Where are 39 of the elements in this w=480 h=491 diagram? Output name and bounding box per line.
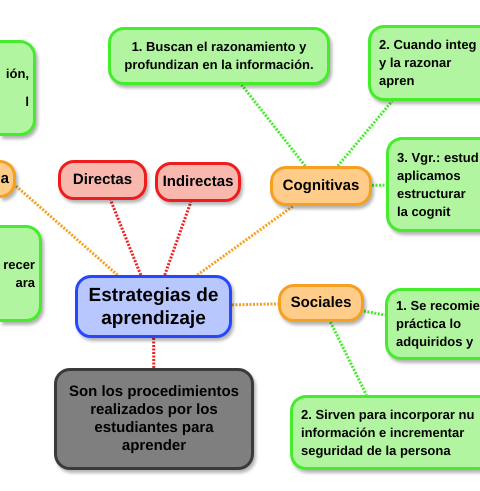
node-text: 3. Vgr.: estud aplicamos estructurar la cognit	[397, 148, 480, 220]
node-text: Cognitivas	[282, 176, 360, 196]
note-box	[386, 137, 480, 232]
connector-line	[196, 204, 294, 276]
definition-box	[54, 368, 254, 470]
node-text: Estrategias de aprendizaje	[88, 284, 220, 330]
connector-line	[109, 199, 142, 276]
node-text: 1. Buscan el razonamiento y profundizan en la información.	[123, 38, 315, 74]
node-text: 2. Cuando integ y la razonar apren	[379, 36, 478, 90]
category-box	[278, 284, 364, 322]
note-box	[0, 40, 36, 136]
connector-line	[372, 184, 386, 187]
node-text: 2. Sirven para incorporar nu información e incrementar seguridad de la persona	[301, 406, 476, 460]
category-box	[58, 160, 147, 200]
connector-line	[152, 338, 156, 368]
connector-line	[15, 184, 119, 276]
category-box	[270, 166, 372, 206]
connector-line	[329, 321, 368, 396]
node-text: recer ara	[2, 256, 35, 292]
connector-line	[232, 302, 278, 306]
connector-line	[240, 84, 306, 167]
category-box	[155, 162, 241, 202]
connector-line	[336, 100, 394, 167]
note-box	[290, 395, 480, 470]
note-box	[368, 25, 480, 101]
node-text: Indirectas	[162, 172, 234, 192]
category-box	[0, 160, 16, 198]
note-box	[385, 288, 480, 360]
node-text: ión, l	[4, 65, 29, 111]
node-text: Sociales	[290, 292, 352, 313]
node-text: Son los procedimientos realizados por los estudiantes para aprender	[68, 383, 240, 455]
connector-line	[364, 310, 386, 317]
node-text: 1. Se recomie práctica lo adquiridos y	[396, 297, 480, 351]
node-text: Directas	[72, 170, 132, 190]
node-text: a	[0, 168, 9, 189]
connector-line	[163, 202, 192, 276]
note-box	[0, 225, 42, 322]
note-box	[108, 27, 330, 85]
central-topic-box	[75, 275, 232, 338]
